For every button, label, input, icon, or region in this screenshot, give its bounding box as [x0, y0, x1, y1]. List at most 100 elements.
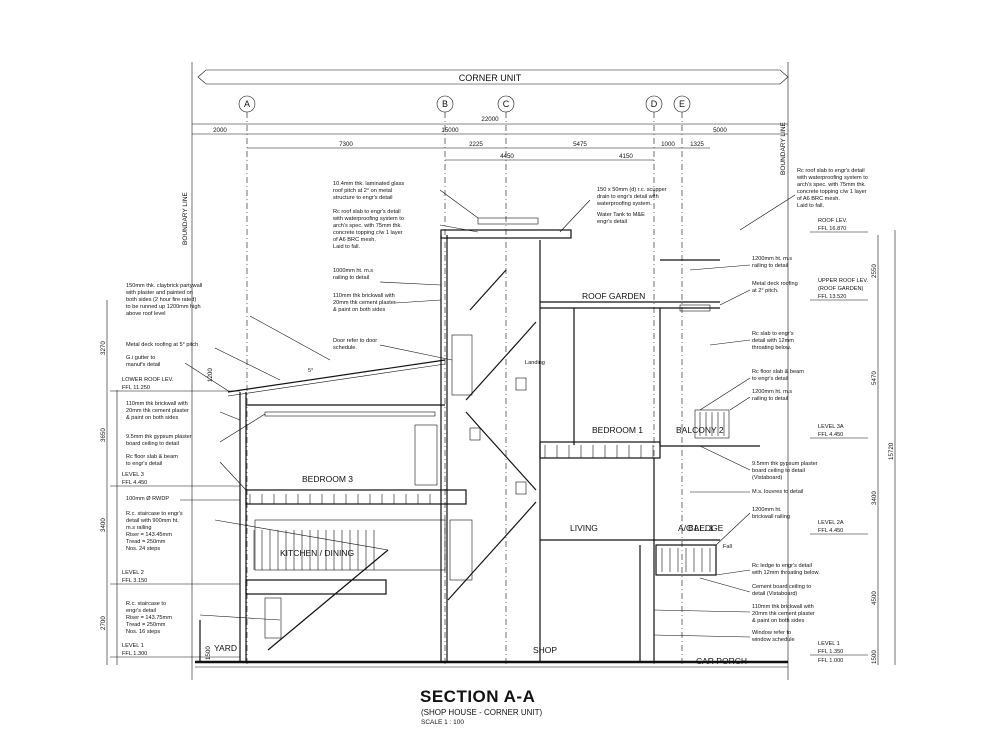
svg-text:window schedule: window schedule [751, 637, 795, 643]
svg-text:110mm thk brickwall with: 110mm thk brickwall with [752, 604, 814, 610]
svg-text:manuf's detail: manuf's detail [126, 362, 160, 368]
note-railing-right-mid: 1200mm ht. m.s railing to detail [752, 389, 792, 402]
level-2a-ffl: FFL 4.450 [818, 528, 843, 534]
dim-right-2: 15720 [888, 442, 895, 460]
level-3a: LEVEL 3A [818, 424, 844, 430]
level-roof: ROOF LEV. [818, 218, 848, 224]
drawing-title: SECTION A-A [420, 687, 536, 706]
note-rc-floor-left: Rc floor slab & beam to engr's detail [126, 454, 178, 467]
level-lower-roof-ffl: FFL 11.250 [122, 385, 150, 391]
svg-text:to engr's detail: to engr's detail [752, 376, 788, 382]
staircases [267, 269, 537, 651]
svg-text:Laid to fall.: Laid to fall. [797, 203, 824, 209]
drawing-subtitle: (SHOP HOUSE - CORNER UNIT) [421, 708, 543, 717]
svg-text:150mm thk. claybrick partywall: 150mm thk. claybrick partywall [126, 283, 202, 289]
dim-second-3: 1000 [661, 141, 675, 148]
svg-text:to be runned up 1200mm high: to be runned up 1200mm high [126, 304, 201, 310]
svg-text:Tread = 250mm: Tread = 250mm [126, 539, 166, 545]
note-metal-deck-right: Metal deck roofing at 2° pitch. [752, 281, 798, 294]
svg-text:Nos. 16 steps: Nos. 16 steps [126, 629, 160, 635]
note-rc-floor-right: Rc floor slab & beam to engr's detail [752, 369, 804, 382]
svg-text:throating below.: throating below. [752, 345, 792, 351]
dim-left-3: 2700 [100, 616, 107, 630]
right-dimensions: 2550 5470 3400 4500 1500 15720 [871, 230, 896, 665]
room-kitchen: KITCHEN / DINING [280, 548, 354, 558]
level-1-right-ffl2: FFL 1.000 [818, 658, 843, 664]
room-bedroom-3: BEDROOM 3 [302, 474, 353, 484]
level-2a: LEVEL 2A [818, 520, 844, 526]
dim-top-1: 15000 [441, 127, 459, 134]
level-3-ffl: FFL 4.450 [122, 480, 147, 486]
svg-text:1200mm ht. m.s: 1200mm ht. m.s [752, 256, 792, 262]
dim-left-0: 3270 [100, 341, 107, 355]
svg-text:110mm thk brickwall with: 110mm thk brickwall with [333, 293, 395, 299]
svg-text:(Vistaboard): (Vistaboard) [752, 475, 783, 481]
dim-right-4: 4500 [871, 591, 878, 605]
note-gypsum-left: 9.5mm thk gypsum plaster board ceiling t… [126, 434, 192, 447]
note-rwdp: 100mm Ø RWDP [126, 496, 169, 502]
svg-text:roof pitch at 2° on metal: roof pitch at 2° on metal [333, 188, 392, 194]
room-living: LIVING [570, 523, 598, 533]
level-3: LEVEL 3 [122, 472, 144, 478]
dim-overall: 22000 [481, 116, 499, 123]
svg-text:structure to engr's detail: structure to engr's detail [333, 195, 393, 201]
note-cement-board: Cement board ceiling to detail (Vistaboa… [752, 584, 811, 597]
svg-text:R.c. staircase to engr's: R.c. staircase to engr's [126, 511, 183, 517]
dim-top-0: 2000 [213, 127, 227, 134]
svg-text:R.c. staircase to: R.c. staircase to [126, 601, 166, 607]
note-brickwall-lower: 110mm thk brickwall with 20mm thk cement… [752, 604, 815, 624]
dim-top-2: 5000 [713, 127, 727, 134]
room-roof-garden: ROOF GARDEN [582, 291, 645, 301]
dim-right-5: 1500 [871, 650, 878, 664]
note-staircase-upper: R.c. staircase to engr's detail with 900… [126, 511, 183, 552]
svg-text:m.s railing: m.s railing [126, 525, 152, 531]
level-2-ffl: FFL 3.150 [122, 578, 147, 584]
svg-text:Window refer to: Window refer to [752, 630, 791, 636]
svg-text:& paint on both sides: & paint on both sides [126, 415, 178, 421]
note-louvres: M.s. louvres to detail [752, 489, 803, 495]
note-gypsum-right: 9.5mm thk gypsum plaster board ceiling t… [752, 461, 818, 481]
svg-text:with waterproofing system to: with waterproofing system to [332, 216, 404, 222]
svg-text:with 12mm throating below.: with 12mm throating below. [751, 570, 820, 576]
dim-left-2: 3400 [100, 518, 107, 532]
svg-text:schedule.: schedule. [333, 345, 357, 351]
grid-line-c: C [497, 95, 515, 665]
svg-text:1200mm ht. m.s: 1200mm ht. m.s [752, 389, 792, 395]
label-angle: 5° [308, 368, 313, 374]
svg-text:1200mm ht.: 1200mm ht. [752, 507, 782, 513]
dim-third-0: 4450 [500, 153, 514, 160]
svg-text:Rc floor slab & beam: Rc floor slab & beam [752, 369, 804, 375]
svg-text:Cement board ceiling to: Cement board ceiling to [752, 584, 811, 590]
svg-text:of A6 BRC mesh.: of A6 BRC mesh. [797, 196, 840, 202]
level-1-right-ffl1: FFL 1.350 [818, 649, 843, 655]
boundary-line-left: BOUNDARY LINE [182, 191, 189, 245]
grid-line-a: A [238, 95, 256, 665]
svg-text:Rc floor slab & beam: Rc floor slab & beam [126, 454, 178, 460]
dim-left-4: 1500 [205, 646, 212, 660]
label-landing: Landing [525, 360, 545, 366]
svg-text:Rc roof slab to engr's detail: Rc roof slab to engr's detail [333, 209, 401, 215]
grid-line-e: E [673, 95, 691, 665]
svg-text:20mm thk cement plaster: 20mm thk cement plaster [126, 408, 189, 414]
note-party-wall: 150mm thk. claybrick partywall with plas… [125, 283, 202, 317]
svg-text:20mm thk cement plaster: 20mm thk cement plaster [752, 611, 815, 617]
room-bedroom-1: BEDROOM 1 [592, 425, 643, 435]
svg-text:of A6 BRC mesh.: of A6 BRC mesh. [333, 237, 376, 243]
svg-text:detail with 12mm: detail with 12mm [752, 338, 794, 344]
dim-left-1: 3650 [100, 428, 107, 442]
dim-right-3: 3400 [871, 491, 878, 505]
note-rc-slab-right: Rc slab to engr's detail with 12mm throa… [752, 331, 794, 351]
room-yard: YARD [214, 643, 237, 653]
svg-text:with plaster and painted on: with plaster and painted on [125, 290, 193, 296]
note-railing-right-top: 1200mm ht. m.s railing to detail [752, 256, 792, 269]
svg-text:concrete topping c/w 1 layer: concrete topping c/w 1 layer [797, 189, 867, 195]
svg-text:Laid to fall.: Laid to fall. [333, 244, 360, 250]
dim-second-1: 2225 [469, 141, 483, 148]
dim-second-0: 7300 [339, 141, 353, 148]
banner-label: CORNER UNIT [459, 73, 522, 83]
svg-text:brickwall railing: brickwall railing [752, 514, 790, 520]
boundary-line-right: BOUNDARY LINE [780, 121, 787, 175]
svg-text:engr's detail: engr's detail [597, 219, 627, 225]
grid-label-d: D [651, 99, 658, 109]
